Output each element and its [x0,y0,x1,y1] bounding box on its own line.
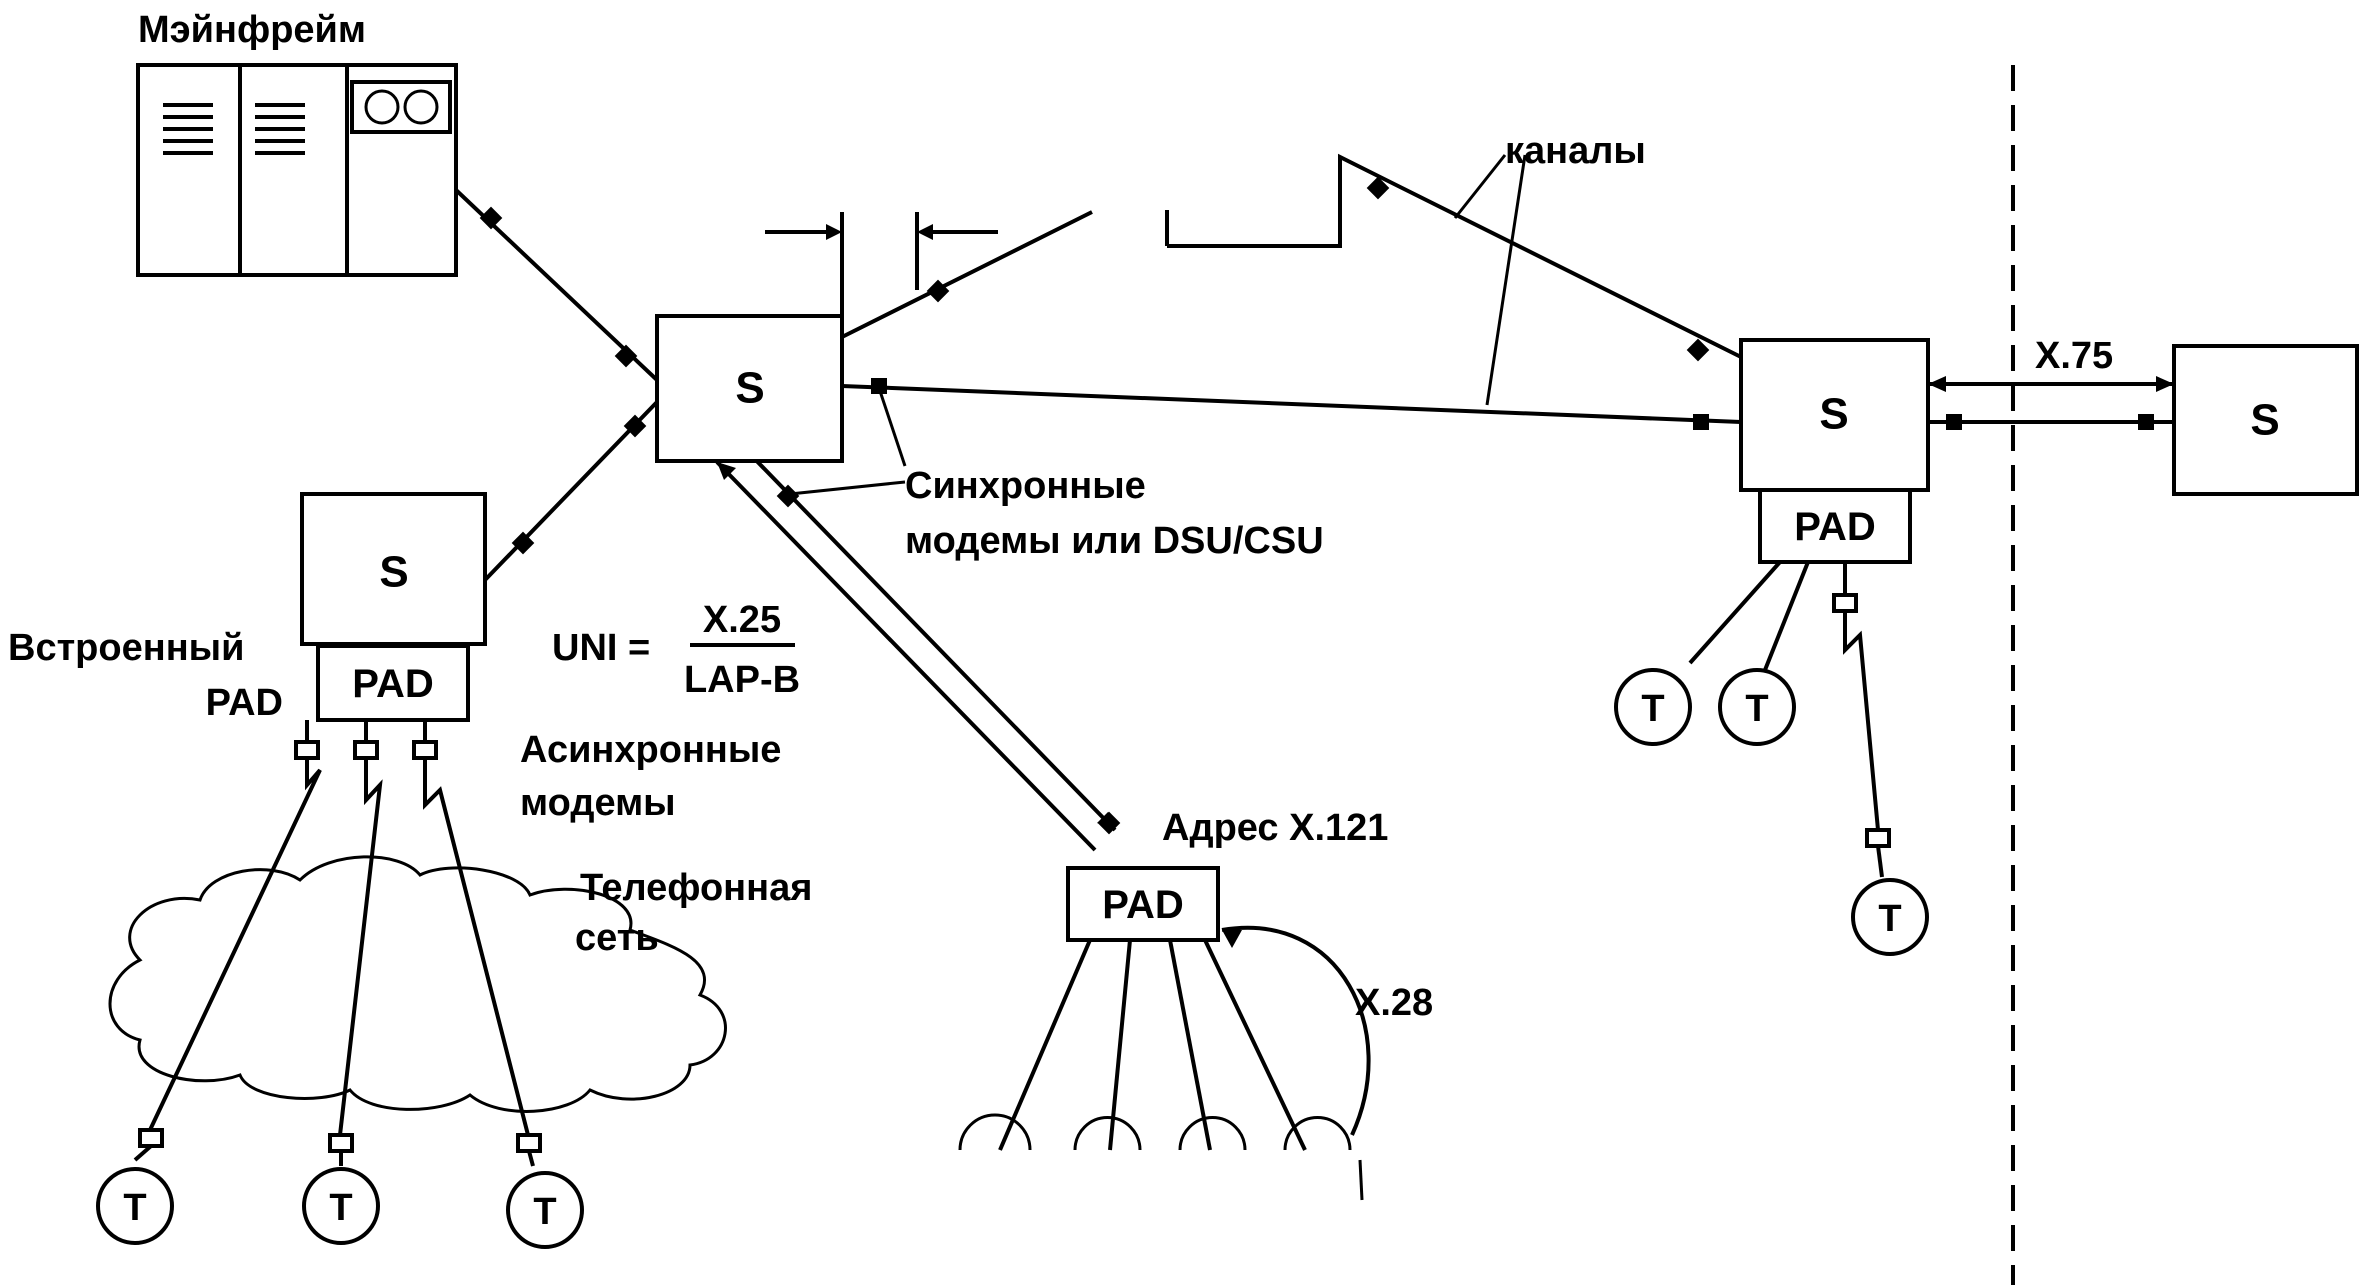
switch-label: S [379,548,408,597]
switch-label: S [1819,390,1848,439]
pad-terminal-lines [958,926,1371,1201]
uni-numerator: X.25 [703,599,781,641]
x75-label: X.75 [2035,335,2113,377]
modem-icon [1693,414,1709,430]
modem-icon [479,206,503,230]
switch-label: S [2250,396,2279,445]
modem-icon [871,378,887,394]
address-label: Адрес X.121 [1162,807,1388,849]
modem-icon [614,344,638,368]
async-modems-label-1: Асинхронные [520,729,781,771]
far-right-switch: S [2172,344,2359,496]
sync-modems-label-2: модемы или DSU/CSU [905,520,1324,562]
phone-network [108,855,727,1113]
mainframe-panel-icon [163,103,305,155]
async-modems-label-2: модемы [520,782,676,824]
async-modem-lines [133,720,542,1167]
terminal-label: T [1878,898,1901,940]
sync-modems-label-1: Синхронные [905,465,1146,507]
tape-reels-icon [350,80,452,134]
channels-label: каналы [1505,130,1646,172]
modem-icon [2138,414,2154,430]
pad-label: PAD [1794,505,1875,549]
modem-icon [926,279,950,303]
uni-formula: UNI = X.25 LAP-B [552,599,800,701]
arrowheads [717,376,2174,948]
mainframe-label: Мэйнфрейм [138,9,366,51]
right-switch: S PAD [1739,338,1930,564]
modem-icon [623,414,647,438]
terminal-label: T [329,1187,352,1229]
modem-icon [1946,414,1962,430]
phone-net-label-2: сеть [575,917,659,959]
modem-icon [1686,338,1710,362]
terminal: T [1851,878,1929,956]
terminal-label: T [123,1187,146,1229]
mainframe: Мэйнфрейм [136,9,458,277]
remote-pad: PAD [1066,866,1220,942]
terminal: T [1718,668,1796,746]
right-pad-lines [1688,560,1891,878]
uni-denominator: LAP-B [684,659,800,701]
uni-prefix: UNI = [552,627,650,669]
terminal-label: T [1745,688,1768,730]
switch-label: S [735,364,764,413]
builtin-pad-label-2: PAD [206,682,283,724]
terminal: T [96,1167,174,1245]
modem-icon [776,484,800,508]
terminal-label: T [1641,688,1664,730]
terminal: T [506,1171,584,1249]
builtin-pad-label-1: Встроенный [8,627,244,669]
central-switch: S [655,314,844,463]
pad-label: PAD [1102,883,1183,927]
left-switch: S PAD [300,492,487,722]
terminal: T [302,1167,380,1245]
terminal-label: T [533,1191,556,1233]
pad-label: PAD [352,662,433,706]
phone-net-label-1: Телефонная [580,867,812,909]
x28-label: X.28 [1355,982,1433,1024]
terminal: T [1614,668,1692,746]
modem-icon [511,531,535,555]
links [454,153,2174,852]
